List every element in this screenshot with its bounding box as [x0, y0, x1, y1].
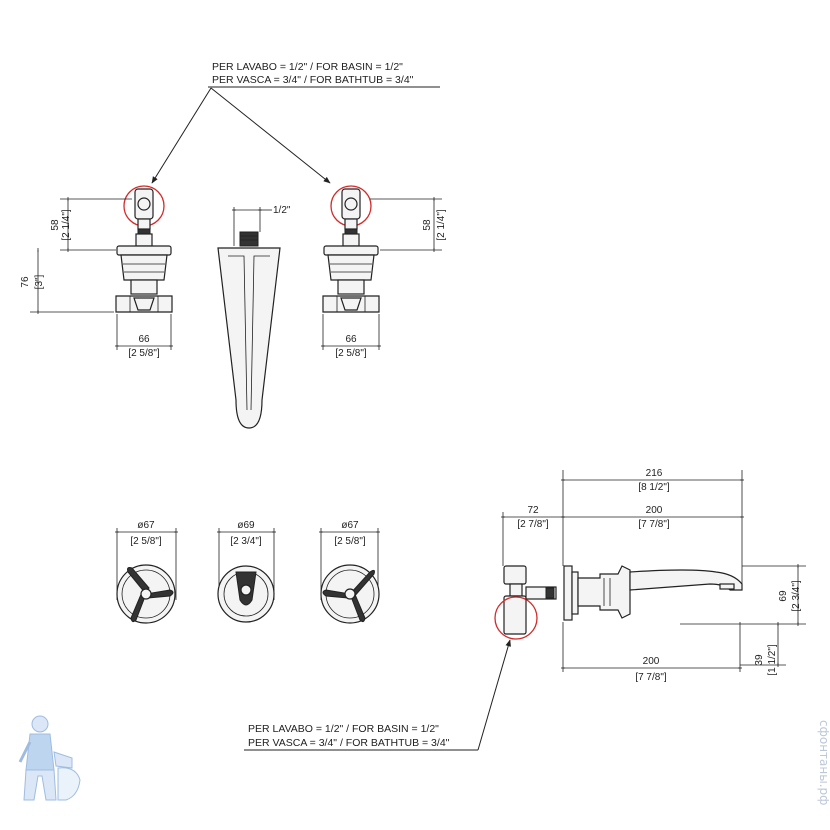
right-valve-front — [322, 185, 380, 313]
right-width-in: [2 5/8"] — [335, 348, 367, 359]
left-rosette-in: [2 5/8"] — [130, 536, 162, 547]
drop-in: [1 1/2"] — [767, 644, 778, 676]
left-height-mm: 58 — [50, 219, 61, 231]
plumber-mascot-icon — [18, 715, 81, 801]
spout-thread-size: 1/2" — [273, 205, 291, 216]
reach-top-mm: 200 — [646, 505, 663, 516]
top-note-line1: PER LAVABO = 1/2" / FOR BASIN = 1/2" — [212, 61, 403, 73]
left-width-in: [2 5/8"] — [128, 348, 160, 359]
left-total-mm: 76 — [20, 276, 31, 288]
body-depth-mm: 72 — [527, 505, 539, 516]
side-view-assembly — [494, 565, 743, 640]
overall-length-in: [8 1/2"] — [638, 482, 670, 493]
height-in: [2 3/4"] — [791, 580, 802, 612]
center-rosette-dia: ø69 — [237, 520, 255, 531]
side-view-dimensions: 216 [8 1/2"] 72 [2 7/8"] 200 [7 7/8"] 69… — [501, 468, 806, 683]
left-total-in: [3"] — [34, 274, 45, 289]
top-connection-note: PER LAVABO = 1/2" / FOR BASIN = 1/2" PER… — [151, 61, 440, 184]
right-height-in: [2 1/4"] — [436, 209, 447, 241]
bottom-note-line2: PER VASCA = 3/4" / FOR BATHTUB = 3/4" — [248, 737, 450, 749]
right-height-mm: 58 — [422, 219, 433, 231]
height-mm: 69 — [778, 590, 789, 602]
right-rosette-in: [2 5/8"] — [334, 536, 366, 547]
reach-top-in: [7 7/8"] — [638, 519, 670, 530]
left-height-in: [2 1/4"] — [61, 209, 72, 241]
right-width-mm: 66 — [345, 334, 357, 345]
drop-mm: 39 — [754, 654, 765, 666]
center-rosette-in: [2 3/4"] — [230, 536, 262, 547]
left-width-mm: 66 — [138, 334, 150, 345]
right-rosette-dia: ø67 — [341, 520, 359, 531]
left-rosette: ø67 [2 5/8"] — [115, 520, 178, 624]
side-connection-highlight — [494, 596, 538, 640]
right-rosette: ø67 [2 5/8"] — [319, 520, 380, 624]
bottom-connection-note: PER LAVABO = 1/2" / FOR BASIN = 1/2" PER… — [244, 639, 511, 751]
left-rosette-dia: ø67 — [137, 520, 155, 531]
right-valve-dimensions: 58 [2 1/4"] 66 [2 5/8"] — [321, 197, 447, 359]
reach-bottom-mm: 200 — [643, 656, 660, 667]
left-valve-front — [115, 185, 173, 313]
bottom-note-line1: PER LAVABO = 1/2" / FOR BASIN = 1/2" — [248, 723, 439, 735]
left-valve-dimensions: 58 [2 1/4"] 76 [3"] 66 [2 5/8"] — [20, 197, 173, 359]
reach-bottom-in: [7 7/8"] — [635, 672, 667, 683]
overall-length-mm: 216 — [646, 468, 663, 479]
spout-front: 1/2" — [217, 205, 291, 429]
watermark-text: сфонтаны.рф — [817, 720, 830, 805]
top-note-line2: PER VASCA = 3/4" / FOR BATHTUB = 3/4" — [212, 74, 414, 86]
center-rosette: ø69 [2 3/4"] — [217, 520, 276, 623]
body-depth-in: [2 7/8"] — [517, 519, 549, 530]
